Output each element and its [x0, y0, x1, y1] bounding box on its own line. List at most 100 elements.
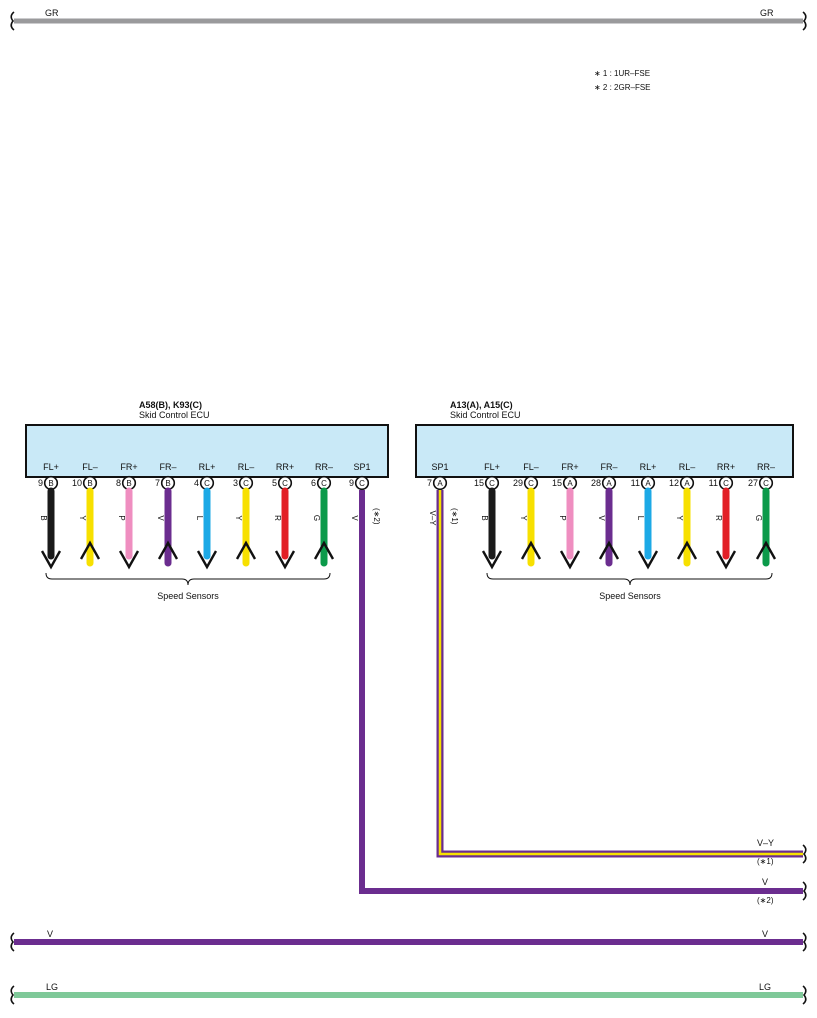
- pin-label: RR–: [315, 462, 333, 472]
- vy-wire-stripe: [438, 490, 803, 856]
- wire-color-label: V: [156, 515, 165, 521]
- gr-bus: GR GR: [10, 8, 807, 31]
- pin-label: RR–: [757, 462, 775, 472]
- pin-number: 4: [194, 478, 199, 488]
- speed-sensors-left: Speed Sensors: [45, 572, 331, 601]
- gr-label-left: GR: [45, 8, 59, 18]
- pin-number: 28: [591, 478, 601, 488]
- vy-output: V–Y (∗1): [436, 490, 807, 866]
- break-mark-icon: [802, 844, 807, 864]
- break-mark-icon: [802, 932, 807, 952]
- wire-color-label: V–Y: [428, 510, 437, 526]
- sp1-note-right: (∗1): [450, 508, 459, 525]
- connector-letter: A: [645, 479, 651, 488]
- v-wire: [359, 490, 803, 894]
- pin-number: 7: [155, 478, 160, 488]
- pin-label: FR–: [600, 462, 617, 472]
- arrow-down-icon: [40, 550, 62, 570]
- speed-sensors-right: Speed Sensors: [486, 572, 773, 601]
- sensors-label-left: Speed Sensors: [157, 591, 219, 601]
- pin-number: 8: [116, 478, 121, 488]
- v-bus-label-left: V: [47, 929, 53, 939]
- ecu-right-title: A13(A), A15(C): [450, 400, 513, 410]
- engine-notes: ∗ 1 : 1UR–FSE ∗ 2 : 2GR–FSE: [594, 69, 651, 92]
- sensors-brace-right: [486, 572, 773, 586]
- pin-number: 11: [709, 478, 718, 488]
- wire-color-label: L: [195, 516, 204, 521]
- wire-color-label: G: [312, 515, 321, 521]
- break-mark-icon: [10, 932, 15, 952]
- connector-letter: C: [321, 479, 327, 488]
- pin-label: RL+: [640, 462, 657, 472]
- break-mark-icon: [10, 11, 15, 31]
- wire-color-label: B: [39, 515, 48, 520]
- pin-right-4: FR– 28 A V: [591, 462, 620, 567]
- connector-letter: B: [48, 479, 53, 488]
- wire-color-label: R: [714, 515, 723, 521]
- pin-label: RR+: [717, 462, 735, 472]
- arrow-up-icon: [313, 540, 335, 560]
- wire-color-label: Y: [675, 515, 684, 521]
- break-mark-icon: [802, 985, 807, 1005]
- arrow-down-icon: [274, 550, 296, 570]
- connector-letter: C: [243, 479, 249, 488]
- pin-number: 9: [38, 478, 43, 488]
- pin-number: 29: [513, 478, 523, 488]
- pin-label: RL+: [199, 462, 216, 472]
- arrow-up-icon: [79, 540, 101, 560]
- arrow-up-icon: [598, 540, 620, 560]
- pin-number: 15: [474, 478, 484, 488]
- note-1: ∗ 1 : 1UR–FSE: [594, 69, 650, 78]
- wire-color-label: V: [597, 515, 606, 521]
- lg-bus: LG LG: [10, 982, 807, 1005]
- wire-color-label: Y: [234, 515, 243, 521]
- pin-label: FR+: [120, 462, 137, 472]
- pin-label: FL–: [82, 462, 98, 472]
- connector-letter: C: [489, 479, 495, 488]
- lg-label-right: LG: [759, 982, 771, 992]
- connector-letter: A: [606, 479, 612, 488]
- connector-letter: C: [763, 479, 769, 488]
- pin-label: FL+: [484, 462, 500, 472]
- pin-right-7: RR+ 11 C R: [709, 462, 737, 570]
- pin-number: 9: [349, 478, 354, 488]
- pin-number: 10: [72, 478, 82, 488]
- ecu-left-subtitle: Skid Control ECU: [139, 410, 210, 420]
- ecu-left-title: A58(B), K93(C): [139, 400, 202, 410]
- connector-letter: B: [126, 479, 131, 488]
- pin-number: 11: [631, 478, 640, 488]
- v-output-note: (∗2): [757, 896, 774, 905]
- arrow-down-icon: [559, 550, 581, 570]
- sensors-brace-left: [45, 572, 331, 586]
- wire-color-label: Y: [78, 515, 87, 521]
- note-2: ∗ 2 : 2GR–FSE: [594, 83, 651, 92]
- wire-color-label: P: [558, 515, 567, 520]
- pin-label: FR+: [561, 462, 578, 472]
- sensors-label-right: Speed Sensors: [599, 591, 661, 601]
- arrow-up-icon: [676, 540, 698, 560]
- connector-letter: B: [87, 479, 92, 488]
- connector-letter: A: [567, 479, 573, 488]
- vy-output-note: (∗1): [757, 857, 774, 866]
- arrow-up-icon: [755, 540, 777, 560]
- arrow-down-icon: [637, 550, 659, 570]
- pin-number: 5: [272, 478, 277, 488]
- connector-letter: C: [723, 479, 729, 488]
- connector-letter: C: [282, 479, 288, 488]
- pin-number: 27: [748, 478, 758, 488]
- lg-label-left: LG: [46, 982, 58, 992]
